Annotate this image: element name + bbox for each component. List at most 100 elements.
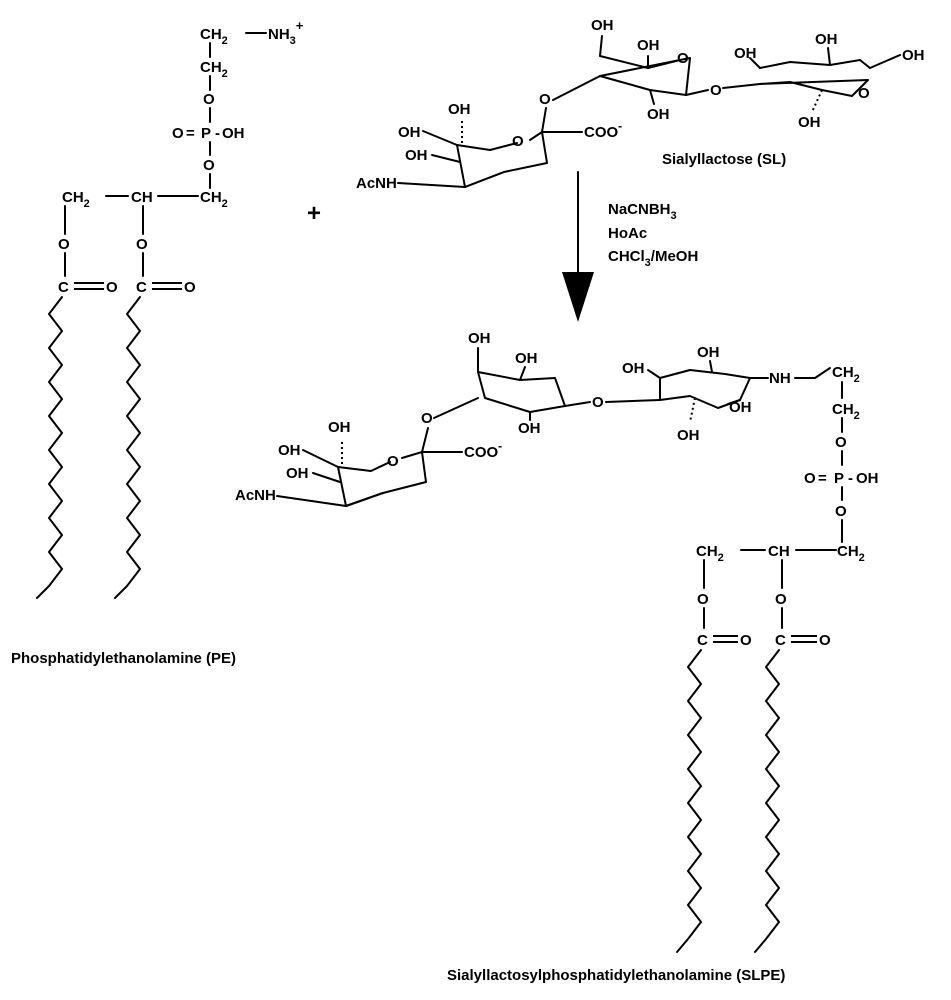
sl-bond (722, 83, 761, 89)
sl-bond (685, 89, 709, 96)
slpe-oh: OH (515, 350, 538, 367)
slpe-oh: OH (697, 344, 720, 361)
sl-oh: OH (398, 124, 421, 141)
sl-bond (431, 154, 461, 163)
slpe-oh: OH (856, 470, 879, 487)
pe-p: P (201, 125, 211, 142)
slpe-eq: = (818, 470, 827, 487)
pe-glycerol-ch: CH (131, 189, 153, 206)
slpe-bond (709, 360, 713, 373)
pe-oh: OH (222, 125, 245, 142)
slpe-ester-c-1: C (697, 632, 708, 649)
sl-acnh: AcNH (356, 175, 397, 192)
sl-caption: Sialyllactose (SL) (662, 151, 786, 168)
pe-double-bond (74, 282, 104, 290)
slpe-acyl-chain-1 (676, 649, 702, 953)
arrow-head (562, 272, 594, 322)
sl-oh: OH (448, 101, 471, 118)
slpe-oh: OH (328, 419, 351, 436)
slpe-glycosidic-o: O (592, 394, 604, 411)
slpe-nh: NH (769, 370, 791, 387)
slpe-o: O (835, 434, 847, 451)
sl-bond (599, 35, 603, 57)
pe-phosphate-o: O (172, 125, 184, 142)
slpe-wedge (727, 399, 741, 405)
sl-ring-o: O (677, 50, 689, 67)
slpe-ester-o-1: O (697, 591, 709, 608)
slpe-oh: OH (518, 420, 541, 437)
slpe-bond (433, 397, 479, 419)
pe-dash: - (215, 125, 220, 142)
pe-structure: CH2 NH3+ CH2 O O = P - OH O CH2 CH CH2 O… (11, 18, 304, 667)
sl-oh: OH (591, 17, 614, 34)
slpe-hash-bond (689, 397, 696, 423)
pe-o-2: O (203, 157, 215, 174)
slpe-glycerol-ch: CH (768, 543, 790, 560)
sl-bond (541, 107, 547, 133)
slpe-ch2: CH2 (832, 401, 860, 422)
slpe-acyl-chain-2 (754, 649, 780, 953)
pe-ester-o-1: O (58, 236, 70, 253)
reagent-2: HoAc (608, 225, 647, 242)
sl-oh: OH (637, 37, 660, 54)
plus-sign: + (307, 200, 321, 227)
slpe-ester-o-2: O (775, 591, 787, 608)
pe-glycerol-ch2-a: CH2 (62, 189, 90, 210)
pe-o-1: O (203, 91, 215, 108)
sl-bond (749, 57, 761, 69)
slpe-wedge (345, 492, 384, 507)
pe-eq: = (186, 125, 195, 142)
sl-coo: COO- (584, 119, 622, 141)
sl-bond (552, 75, 601, 101)
sl-ring-o: O (512, 133, 524, 150)
sl-bond (397, 182, 466, 188)
pe-glycerol-ch2-b: CH2 (200, 189, 228, 210)
slpe-glycosidic-o: O (421, 410, 433, 427)
slpe-bond (647, 369, 661, 379)
slpe-acnh: AcNH (235, 487, 276, 504)
pe-caption: Phosphatidylethanolamine (PE) (11, 650, 236, 667)
slpe-bond (276, 495, 347, 507)
slpe-caption: Sialyllactosylphosphatidylethanolamine (… (447, 967, 785, 984)
sl-bond (422, 130, 458, 146)
sl-glucose-ring (759, 59, 869, 97)
sl-oh: OH (734, 45, 757, 62)
pe-nh3: NH3+ (268, 18, 304, 47)
slpe-p: P (834, 470, 844, 487)
sl-oh: OH (405, 147, 428, 164)
sl-oh: OH (902, 47, 925, 64)
reagent-3: CHCl3/MeOH (608, 248, 698, 269)
sl-glycosidic-o: O (539, 91, 551, 108)
slpe-glycerol-ch2-b: CH2 (837, 543, 865, 564)
slpe-bond (794, 367, 831, 379)
sl-bond (827, 47, 831, 66)
slpe-carbonyl-o-1: O (740, 632, 752, 649)
slpe-oh: OH (286, 465, 309, 482)
reagent-1: NaCNBH3 (608, 201, 677, 222)
sl-sialic-ring (456, 131, 548, 188)
pe-acyl-chain-2 (114, 296, 141, 599)
slpe-oh: OH (622, 360, 645, 377)
slpe-bond (312, 472, 341, 483)
slpe-glycerol-ch2-a: CH2 (696, 543, 724, 564)
slpe-carbonyl-o-2: O (819, 632, 831, 649)
sl-wedge (464, 171, 505, 188)
sl-bond (859, 59, 871, 69)
sl-hash-bond (811, 89, 823, 113)
slpe-oh: OH (729, 399, 752, 416)
slpe-oh: OH (278, 442, 301, 459)
slpe-double-bond (791, 635, 817, 643)
reaction-conditions: NaCNBH3 HoAc CHCl3/MeOH (608, 201, 698, 269)
pe-acyl-chain-1 (36, 296, 63, 599)
pe-carbonyl-o-1: O (106, 279, 118, 296)
slpe-o: O (835, 503, 847, 520)
sl-bond (649, 89, 655, 105)
pe-ester-c-2: C (136, 279, 147, 296)
sl-bond (869, 54, 901, 69)
slpe-coo: COO- (464, 439, 502, 461)
pe-double-bond (152, 282, 182, 290)
slpe-double-bond (713, 635, 738, 643)
slpe-oh: OH (468, 330, 491, 347)
slpe-ch2: CH2 (832, 364, 860, 385)
